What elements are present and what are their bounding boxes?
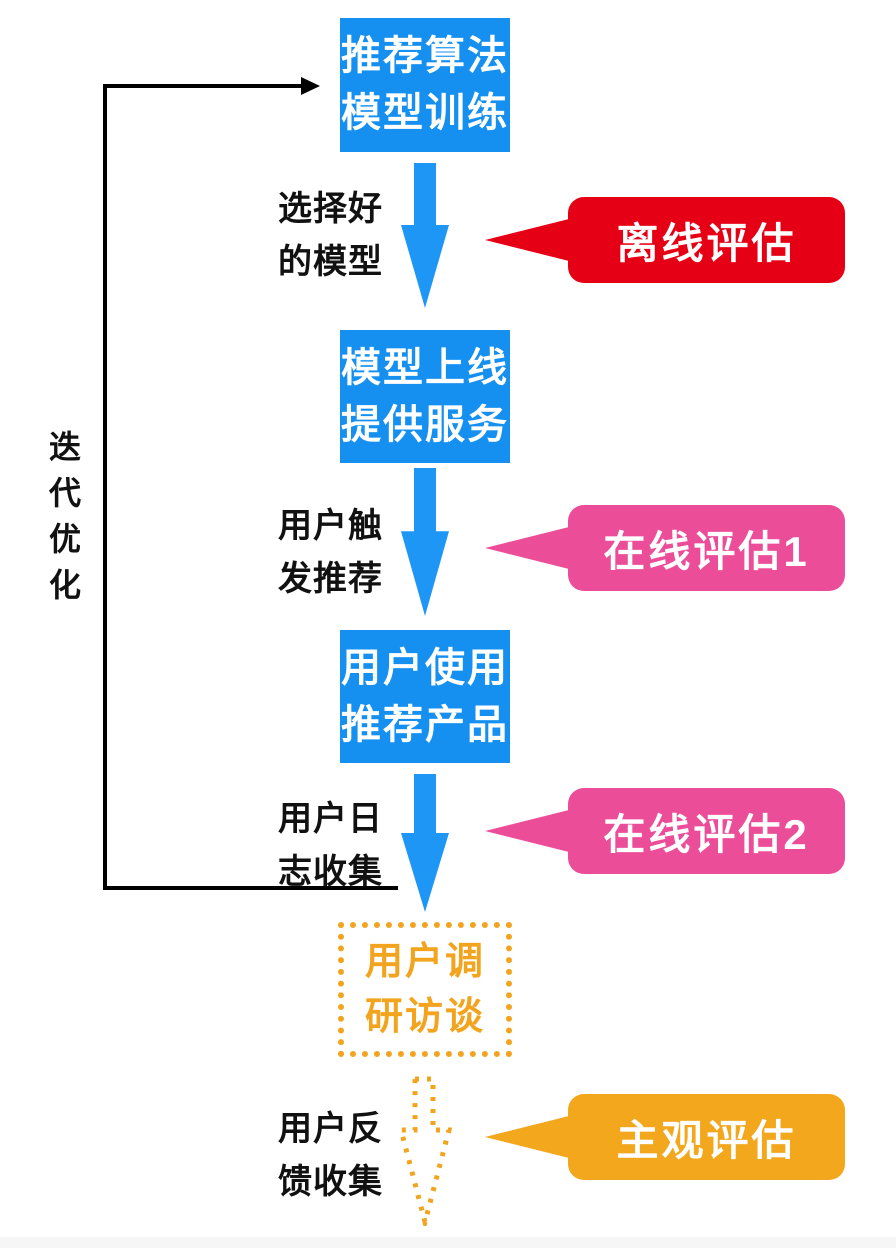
down-arrow-icon bbox=[401, 163, 449, 308]
callout-online2-label: 在线评估2 bbox=[603, 810, 810, 858]
loop-label: 迭 代 优 化 bbox=[48, 429, 81, 603]
callout-tail-left-icon bbox=[485, 219, 569, 261]
callout-offline-label: 离线评估 bbox=[616, 219, 797, 267]
callout-offline-evaluation: 离线评估 bbox=[485, 197, 845, 283]
edge-label-feedback-collection: 用户反 馈收集 bbox=[278, 1110, 383, 1201]
edge-label-trigger-recommendation: 用户触 发推荐 bbox=[278, 507, 383, 598]
down-arrow-icon bbox=[401, 774, 449, 912]
flow-step-model-training: 推荐算法 模型训练 bbox=[340, 18, 510, 152]
dashed-down-arrow-icon bbox=[398, 1076, 452, 1226]
callout-tail-left-icon bbox=[485, 527, 569, 569]
down-arrow-icon bbox=[401, 468, 449, 616]
edge-label-select-model: 选择好 的模型 bbox=[278, 190, 383, 281]
callout-online-evaluation-2: 在线评估2 bbox=[485, 788, 845, 874]
callout-subjective-evaluation: 主观评估 bbox=[485, 1094, 845, 1180]
flow-step-user-survey: 用户调 研访谈 bbox=[338, 922, 512, 1057]
edge-label-log-collection: 用户日 志收集 bbox=[278, 800, 383, 891]
footer-strip bbox=[0, 1237, 896, 1248]
feedback-loop-arrow-icon bbox=[103, 77, 398, 890]
callout-tail-left-icon bbox=[485, 1116, 569, 1158]
callout-online-evaluation-1: 在线评估1 bbox=[485, 505, 845, 591]
callout-online1-label: 在线评估1 bbox=[603, 527, 810, 575]
flow-step-user-product: 用户使用 推荐产品 bbox=[340, 630, 510, 763]
callout-subjective-label: 主观评估 bbox=[616, 1116, 797, 1164]
flow-step-model-serving: 模型上线 提供服务 bbox=[340, 330, 510, 463]
callout-tail-left-icon bbox=[485, 810, 569, 852]
